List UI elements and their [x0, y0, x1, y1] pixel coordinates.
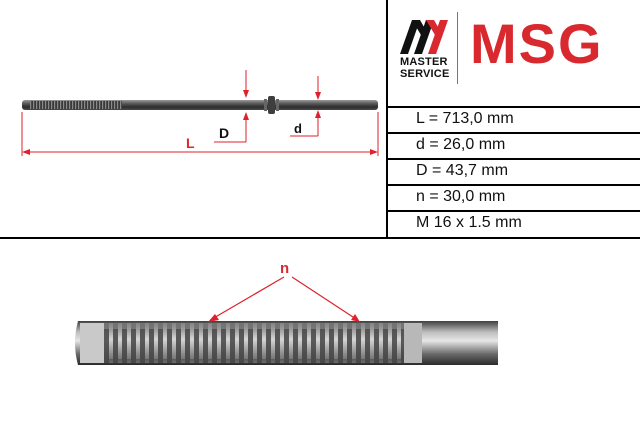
- spec-thread: M 16 x 1.5 mm: [416, 214, 522, 231]
- rack-rod: [22, 96, 378, 114]
- diameter-d-marker: [290, 76, 321, 137]
- logo-line-master: MASTER: [400, 56, 448, 68]
- rack-teeth-closeup: n: [75, 260, 498, 365]
- spec-divider: [388, 132, 640, 134]
- spec-large-diameter: D = 43,7 mm: [416, 162, 509, 179]
- logo-wordmark: MSG: [470, 12, 604, 75]
- logo-divider: [457, 12, 458, 84]
- horizontal-divider: [0, 237, 640, 239]
- logo-text: MASTER SERVICE: [400, 56, 450, 80]
- label-n: n: [280, 260, 289, 277]
- label-d: d: [294, 121, 302, 136]
- length-dimension: [21, 112, 379, 156]
- logo-mark-icon: [400, 20, 448, 54]
- spec-tooth-length: n = 30,0 mm: [416, 188, 506, 205]
- label-D: D: [219, 125, 229, 141]
- spec-divider: [388, 210, 640, 212]
- tooth-span-arrows: [208, 276, 360, 322]
- logo-line-service: SERVICE: [400, 68, 450, 80]
- label-L: L: [186, 135, 195, 151]
- rack-dimension-drawing: L D d: [21, 70, 379, 156]
- brand-logo: MASTER SERVICE MSG: [398, 10, 634, 94]
- spec-length: L = 713,0 mm: [416, 110, 514, 127]
- spec-divider: [388, 106, 640, 108]
- diameter-D-marker: [214, 70, 249, 143]
- spec-small-diameter: d = 26,0 mm: [416, 136, 506, 153]
- spec-divider: [388, 184, 640, 186]
- spec-divider: [388, 158, 640, 160]
- rack-bar: [75, 321, 498, 365]
- vertical-divider: [386, 0, 388, 238]
